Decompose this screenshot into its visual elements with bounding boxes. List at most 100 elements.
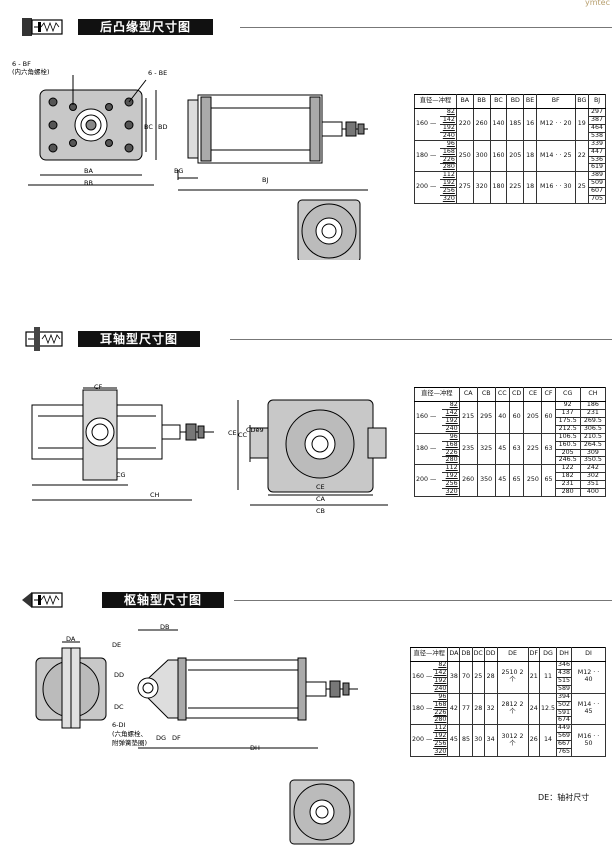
table-header-cell: BJ (588, 94, 606, 109)
table-cell: 705 (588, 195, 606, 205)
table-cell: 65 (541, 464, 556, 498)
table-cell: 45 (494, 432, 510, 466)
dim-cc: CC (238, 431, 248, 439)
table-cell: 21 (527, 661, 541, 694)
section-header-rear-flange: 后凸缘型尺寸图 (20, 14, 612, 40)
stroke-cell: 320 (441, 488, 460, 498)
table-header-cell: 直径—冲程 (414, 387, 460, 402)
table-header-cell: DA (447, 647, 461, 662)
table-row: 320 705 (415, 195, 606, 205)
table-header-cell: DH (556, 647, 573, 662)
section-header-trunnion: 耳轴型尺寸图 (20, 326, 612, 352)
clevis-symbol-icon (22, 592, 63, 608)
stroke-cell: 96 (433, 692, 449, 702)
table-cell: 295 (476, 401, 496, 434)
table-cell: 60 (508, 401, 525, 434)
table-cell: 447 (588, 147, 606, 157)
dim-bg: BG (174, 167, 184, 175)
stroke-cell: 168 (440, 147, 457, 157)
table-header-cell: CA (458, 387, 478, 402)
table-cell: 339 (588, 139, 606, 149)
dim-ch: CH (150, 491, 160, 499)
table-cell: 106.5 (554, 432, 581, 442)
table-cell: 235 (458, 432, 478, 466)
table-cell: 250 (523, 464, 543, 498)
table-cell: 589 (556, 684, 573, 694)
table-cell: 160.5 (554, 440, 581, 450)
table-cell: 350 (476, 464, 496, 498)
table-cell: 28 (483, 661, 498, 694)
dim-be: 6 - BE (148, 69, 168, 77)
table-cell: 260 (458, 464, 478, 498)
table-cell: 25 (574, 171, 590, 205)
table-cell: 24 (527, 692, 541, 726)
section-title: 枢轴型尺寸图 (102, 592, 225, 608)
table-cell: 30 (471, 724, 485, 758)
table-cell: 18 (523, 139, 537, 173)
dim-di-note1: (六角螺栓、 (112, 730, 148, 738)
table-header-cell: BC (489, 94, 508, 109)
section-title: 后凸缘型尺寸图 (78, 19, 214, 35)
table-header-cell: BB (472, 94, 491, 109)
table-cell: 25 (471, 661, 485, 694)
table-cell: 225 (523, 432, 543, 466)
rear-flange-drawing (28, 75, 368, 260)
stroke-cell: 240 (441, 424, 460, 434)
table-header-cell: CC (494, 387, 510, 402)
table-header-cell: BD (506, 94, 525, 109)
dim-ce: CE (316, 483, 325, 491)
table-header-cell: CD (508, 387, 525, 402)
trunnion-symbol-icon (25, 327, 63, 351)
dim-bf: 6 - BF (12, 60, 31, 68)
table-cell: 264.5 (579, 440, 607, 450)
watermark: ymtec (585, 0, 610, 7)
table-header-cell: CH (579, 387, 607, 402)
table-cell: 765 (556, 748, 573, 758)
stroke-cell: 320 (440, 195, 457, 205)
section-title: 耳轴型尺寸图 (78, 331, 201, 347)
table-header-cell: CF (541, 387, 556, 402)
table-cell: 16 (523, 108, 537, 141)
table-cell: 85 (459, 724, 473, 758)
dim-cd: CDe9 (246, 426, 264, 434)
table-cell: 185 (506, 108, 525, 141)
table-cell: 250 (455, 139, 474, 173)
table-header-cell: CG (554, 387, 581, 402)
stroke-cell: 240 (433, 684, 449, 694)
table-cell: 63 (508, 432, 525, 466)
table-cell: 2510 2个 (496, 661, 529, 694)
dim-dd: DD (114, 671, 125, 679)
bore-cell: 180 — (413, 432, 442, 466)
dim-dh: DH (250, 744, 260, 752)
table-header-cell: DI (571, 647, 606, 662)
stroke-cell: 96 (440, 139, 457, 149)
table-cell: 45 (447, 724, 461, 758)
bore-cell: 160 — (413, 401, 442, 434)
bore-cell: 200 — (410, 724, 434, 758)
table-cell: M14 · · 25 (535, 139, 576, 173)
rear-flange-symbol-icon (22, 18, 63, 36)
table-cell: 275 (455, 171, 474, 205)
table-cell: 502 (556, 700, 573, 710)
dim-da: DA (66, 635, 76, 643)
table-cell: 18 (523, 171, 537, 205)
dim-cg: CG (116, 471, 126, 479)
table-cell: 77 (459, 692, 473, 726)
table-cell: 34 (483, 724, 498, 758)
table-cell: 220 (455, 108, 474, 141)
table-cell: 400 (579, 488, 607, 498)
table-cell: 11 (538, 661, 558, 694)
bore-cell: 160 — (410, 661, 434, 694)
table-cell: 205 (523, 401, 543, 434)
table-cell: 12.5 (538, 692, 558, 726)
dim-di-note2: 附弹簧垫圈) (112, 739, 148, 747)
